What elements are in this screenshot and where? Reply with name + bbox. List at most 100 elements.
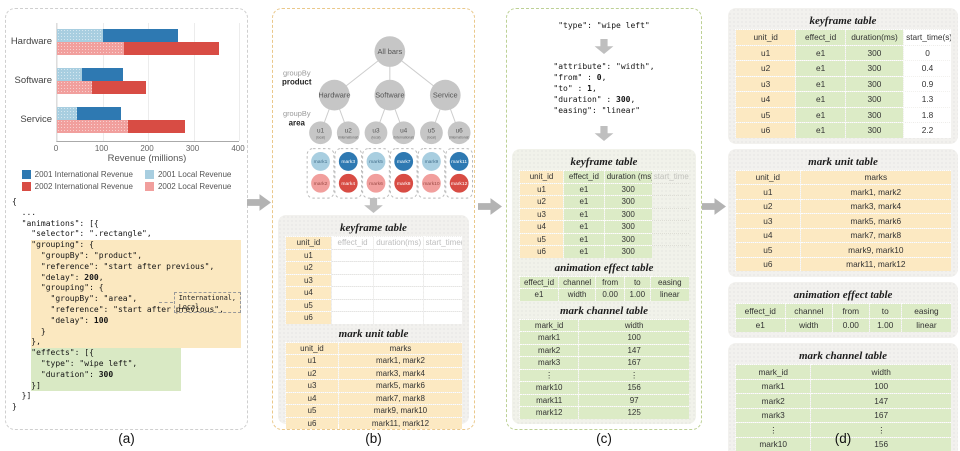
stacked-bar: [57, 68, 123, 81]
mark-node: [394, 173, 414, 193]
stacked-bar: [57, 81, 147, 94]
table-cell: 300: [603, 207, 652, 221]
table-cell: [330, 286, 374, 299]
table-cell: e1: [563, 207, 605, 221]
table-cell: mark3: [518, 356, 579, 369]
table-cell: u5: [285, 298, 332, 312]
unit-node: [447, 121, 471, 145]
table-cell: [373, 273, 424, 287]
effect-type-code: "type": "wipe left": [558, 21, 650, 30]
mark-node: [311, 173, 330, 193]
bar-segment-international: [102, 29, 179, 42]
mark-group-box: [334, 148, 363, 199]
unit-id-label: u4: [400, 128, 408, 135]
table-cell: ⋮: [734, 422, 811, 437]
gridline: [193, 23, 195, 141]
legend-item: 2001 Local Revenue: [144, 170, 231, 179]
column-header: unit_id: [735, 169, 801, 185]
table-cell: e1: [795, 91, 846, 107]
table-cell: 300: [844, 44, 904, 61]
column-header: duration (ms): [603, 170, 652, 183]
table-title: animation effect table: [554, 261, 654, 274]
mark-node-label: mark9: [425, 159, 439, 165]
table-cell: 0.00: [831, 317, 870, 332]
table-cell: e1: [563, 220, 605, 233]
mark-node-label: mark2: [314, 181, 328, 187]
table-cell: u3: [285, 273, 332, 287]
table-cell: mark2: [734, 393, 811, 408]
groupby-prefix-label: groupBy: [283, 109, 311, 118]
table-cell: mark7, mark8: [799, 227, 951, 243]
x-axis-title: Revenue (millions): [107, 153, 187, 164]
table-cell: u3: [285, 379, 339, 392]
unit-node: [392, 121, 416, 145]
grouping-values-annotation: International,Local: [158, 292, 241, 313]
x-tick-label: 200: [140, 144, 154, 153]
code-line: "grouping": {: [12, 240, 243, 251]
legend-item: 2002 International Revenue: [21, 182, 133, 191]
unit-id-label: u5: [428, 128, 436, 135]
code-line: }]: [12, 391, 32, 401]
legend-item: 2001 International Revenue: [21, 170, 133, 179]
mark-node-label: mark4: [341, 181, 355, 187]
table-title: animation effect table: [793, 289, 893, 301]
table-cell: 97: [578, 393, 689, 407]
table-cell: [373, 248, 424, 262]
mark-node-label: mark11: [451, 159, 467, 165]
table-cell: u5: [735, 242, 801, 257]
mark-node-label: mark7: [397, 159, 411, 165]
table-title: keyframe table: [340, 222, 407, 234]
mark-node: [338, 152, 358, 171]
table-cell: mark7, mark8: [337, 391, 462, 405]
code-line: "to" : 1,: [553, 84, 597, 93]
table-cell: 1.3: [903, 91, 951, 107]
column-header: unit_id: [518, 170, 564, 183]
stacked-bar: [57, 120, 185, 133]
panel-label-b: (b): [365, 431, 382, 446]
arrow-right-b-to-c-icon: [478, 198, 502, 215]
table-cell: 300: [844, 106, 904, 123]
code-line: }: [12, 326, 243, 338]
bar-segment-international: [127, 120, 185, 133]
stacked-bar: [57, 107, 122, 120]
table-cell: 300: [603, 232, 652, 246]
table-cell: linear: [900, 317, 951, 332]
arrow-right-a-to-b-icon: [247, 194, 271, 211]
column-header: unit_id: [734, 29, 796, 45]
column-header: mark_id: [518, 318, 579, 332]
table-cell: u2: [735, 198, 801, 214]
column-header: start_time(s): [422, 236, 462, 249]
column-header: marks: [799, 169, 951, 185]
bar-segment-international: [77, 107, 122, 120]
table-cell: 300: [844, 122, 904, 138]
table-cell: u3: [734, 75, 796, 92]
table-cell: 147: [810, 393, 951, 408]
table-cell: u6: [735, 256, 801, 271]
table-cell: u2: [285, 366, 339, 380]
x-tick-label: 100: [94, 144, 109, 153]
table-cell: u2: [285, 261, 332, 274]
table-cell: u3: [518, 207, 564, 221]
panel-c: "type": "wipe left" "attribute": "width"…: [506, 8, 702, 430]
column-header: to: [868, 303, 902, 318]
table-cell: [651, 220, 689, 233]
